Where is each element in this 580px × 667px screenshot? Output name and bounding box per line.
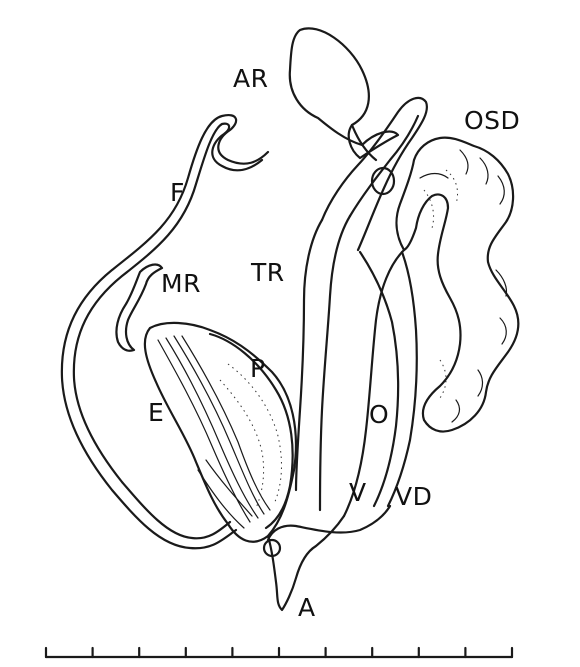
o-oviduct bbox=[360, 252, 417, 506]
f-flagellum bbox=[62, 115, 268, 548]
ar-organ bbox=[290, 28, 398, 160]
label-osd: OSD bbox=[464, 106, 520, 135]
label-ar: AR bbox=[233, 64, 268, 93]
label-v: V bbox=[349, 478, 367, 507]
label-a: A bbox=[298, 593, 316, 622]
label-f: F bbox=[170, 178, 185, 207]
label-mr: MR bbox=[161, 269, 201, 298]
e-epiphallus bbox=[145, 323, 296, 542]
label-tr: TR bbox=[250, 258, 285, 287]
osd-organ bbox=[397, 138, 519, 432]
label-o: O bbox=[369, 400, 389, 429]
label-vd: VD bbox=[395, 482, 432, 511]
mr-muscle bbox=[116, 265, 162, 351]
scale-bar bbox=[46, 648, 512, 657]
label-p: P bbox=[250, 354, 266, 383]
label-e: E bbox=[148, 398, 164, 427]
